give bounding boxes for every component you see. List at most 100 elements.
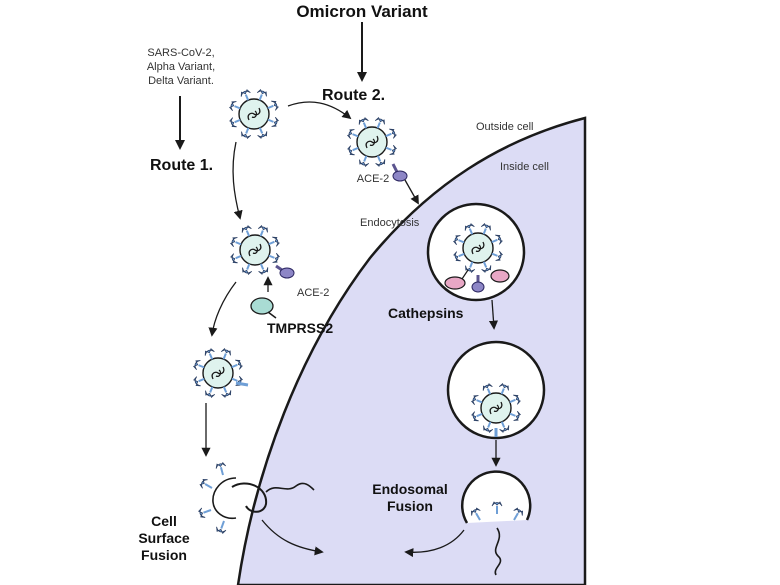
spike-endosome-2 xyxy=(491,501,503,514)
cell-surface-fusion-line-2: Surface xyxy=(138,530,190,546)
spike-protein xyxy=(267,100,279,111)
virus-in-endosome xyxy=(453,223,503,273)
arrow-to-endocytosis xyxy=(404,179,419,205)
spike-rod-fusing xyxy=(235,381,249,387)
spike-protein xyxy=(221,386,232,398)
endosomal-fusion-line-2: Fusion xyxy=(387,498,433,514)
ace2-receptor-top xyxy=(391,163,408,182)
variants-line-2: Alpha Variant, xyxy=(147,61,215,73)
spike-protein xyxy=(231,359,243,370)
spike-protein xyxy=(509,410,521,421)
spike-endosome-3 xyxy=(513,507,524,521)
endosomal-fusion-line-1: Endosomal xyxy=(372,481,447,497)
viral-rna xyxy=(211,366,225,380)
spike-protein xyxy=(499,421,510,433)
tmprss2-label: TMPRSS2 xyxy=(267,320,333,336)
spike-protein xyxy=(464,223,475,235)
spike-protein xyxy=(385,144,397,155)
virus-origin xyxy=(229,89,279,139)
route-1-label: Route 1. xyxy=(150,157,213,174)
spike-protein xyxy=(453,235,465,246)
fusion-pocket xyxy=(231,482,268,513)
spike-fused-4 xyxy=(216,520,227,534)
virus-fusing xyxy=(193,348,243,398)
spike-protein xyxy=(385,128,397,139)
route-2-label: Route 2. xyxy=(322,87,385,104)
spike-protein xyxy=(491,234,503,245)
spike-protein xyxy=(241,127,252,139)
spike-protein xyxy=(491,250,503,261)
spike-protein xyxy=(471,395,483,406)
spike-protein xyxy=(358,117,369,129)
spike-protein xyxy=(220,348,231,360)
spike-fused-2 xyxy=(198,507,212,518)
viral-rna xyxy=(247,107,261,121)
released-rna-surface xyxy=(265,482,315,493)
outside-cell-label: Outside cell xyxy=(476,121,533,133)
spike-protein xyxy=(359,155,370,167)
spike-protein xyxy=(375,155,386,167)
cathepsin-right xyxy=(490,269,510,283)
spike-protein xyxy=(482,383,493,395)
inside-cell-label: Inside cell xyxy=(500,161,549,173)
spike-endosome-1 xyxy=(470,507,481,521)
viral-rna xyxy=(248,243,262,257)
title-omicron: Omicron Variant xyxy=(296,2,428,21)
host-cell xyxy=(236,116,587,585)
virus-tmprss2 xyxy=(230,225,280,275)
arrow-route1-down xyxy=(208,281,237,337)
spike-protein xyxy=(483,421,494,433)
variants-line-3: Delta Variant. xyxy=(148,75,214,87)
spike-protein xyxy=(193,360,205,371)
spike-protein xyxy=(453,251,465,262)
viral-rna xyxy=(365,135,379,149)
spike-protein xyxy=(498,383,509,395)
arrow-surface-release xyxy=(261,519,324,556)
virus-envelope-fused xyxy=(212,477,237,520)
arrow-route2 xyxy=(287,101,352,120)
arrow-endosome-1-2 xyxy=(488,299,499,330)
spike-protein xyxy=(347,145,359,156)
spike-protein xyxy=(268,252,280,263)
ace2-receptor-mid xyxy=(275,264,295,279)
spike-protein xyxy=(347,129,359,140)
variants-line-1: SARS-CoV-2, xyxy=(147,47,214,59)
spike-protein xyxy=(242,263,253,275)
released-rna xyxy=(494,527,502,576)
spike-protein xyxy=(256,89,267,101)
cathepsins-label: Cathepsins xyxy=(388,305,464,321)
spike-fused-1 xyxy=(199,478,213,489)
spike-protein xyxy=(229,117,241,128)
spike-protein xyxy=(465,261,476,273)
spike-protein xyxy=(230,253,242,264)
spike-protein xyxy=(471,411,483,422)
spike-protein xyxy=(374,117,385,129)
arrow-route1 xyxy=(232,141,243,220)
spike-protein xyxy=(257,225,268,237)
arrow-endosome-release xyxy=(404,529,465,558)
virus-in-endosome-2 xyxy=(471,383,521,433)
ace2-label-mid: ACE-2 xyxy=(297,287,329,299)
viral-rna xyxy=(471,241,485,255)
spike-protein xyxy=(193,376,205,387)
spike-protein xyxy=(268,236,280,247)
spike-protein xyxy=(509,394,521,405)
endocytosis-label: Endocytosis xyxy=(360,217,420,229)
cell-surface-fusion-line-1: Cell xyxy=(151,513,177,529)
cathepsin-left xyxy=(444,269,469,290)
spike-protein xyxy=(230,237,242,248)
virus-at-ace2 xyxy=(347,117,397,167)
spike-protein xyxy=(241,225,252,237)
spike-protein xyxy=(240,89,251,101)
ace2-receptor-endosome xyxy=(471,275,485,293)
spike-protein xyxy=(481,261,492,273)
spike-protein xyxy=(258,263,269,275)
viral-rna xyxy=(489,401,503,415)
ace2-label-top: ACE-2 xyxy=(357,173,389,185)
spike-protein xyxy=(267,116,279,127)
tmprss2-protease xyxy=(250,297,277,319)
spike-protein xyxy=(257,127,268,139)
spike-fused-3 xyxy=(215,461,227,476)
spike-protein xyxy=(229,101,241,112)
